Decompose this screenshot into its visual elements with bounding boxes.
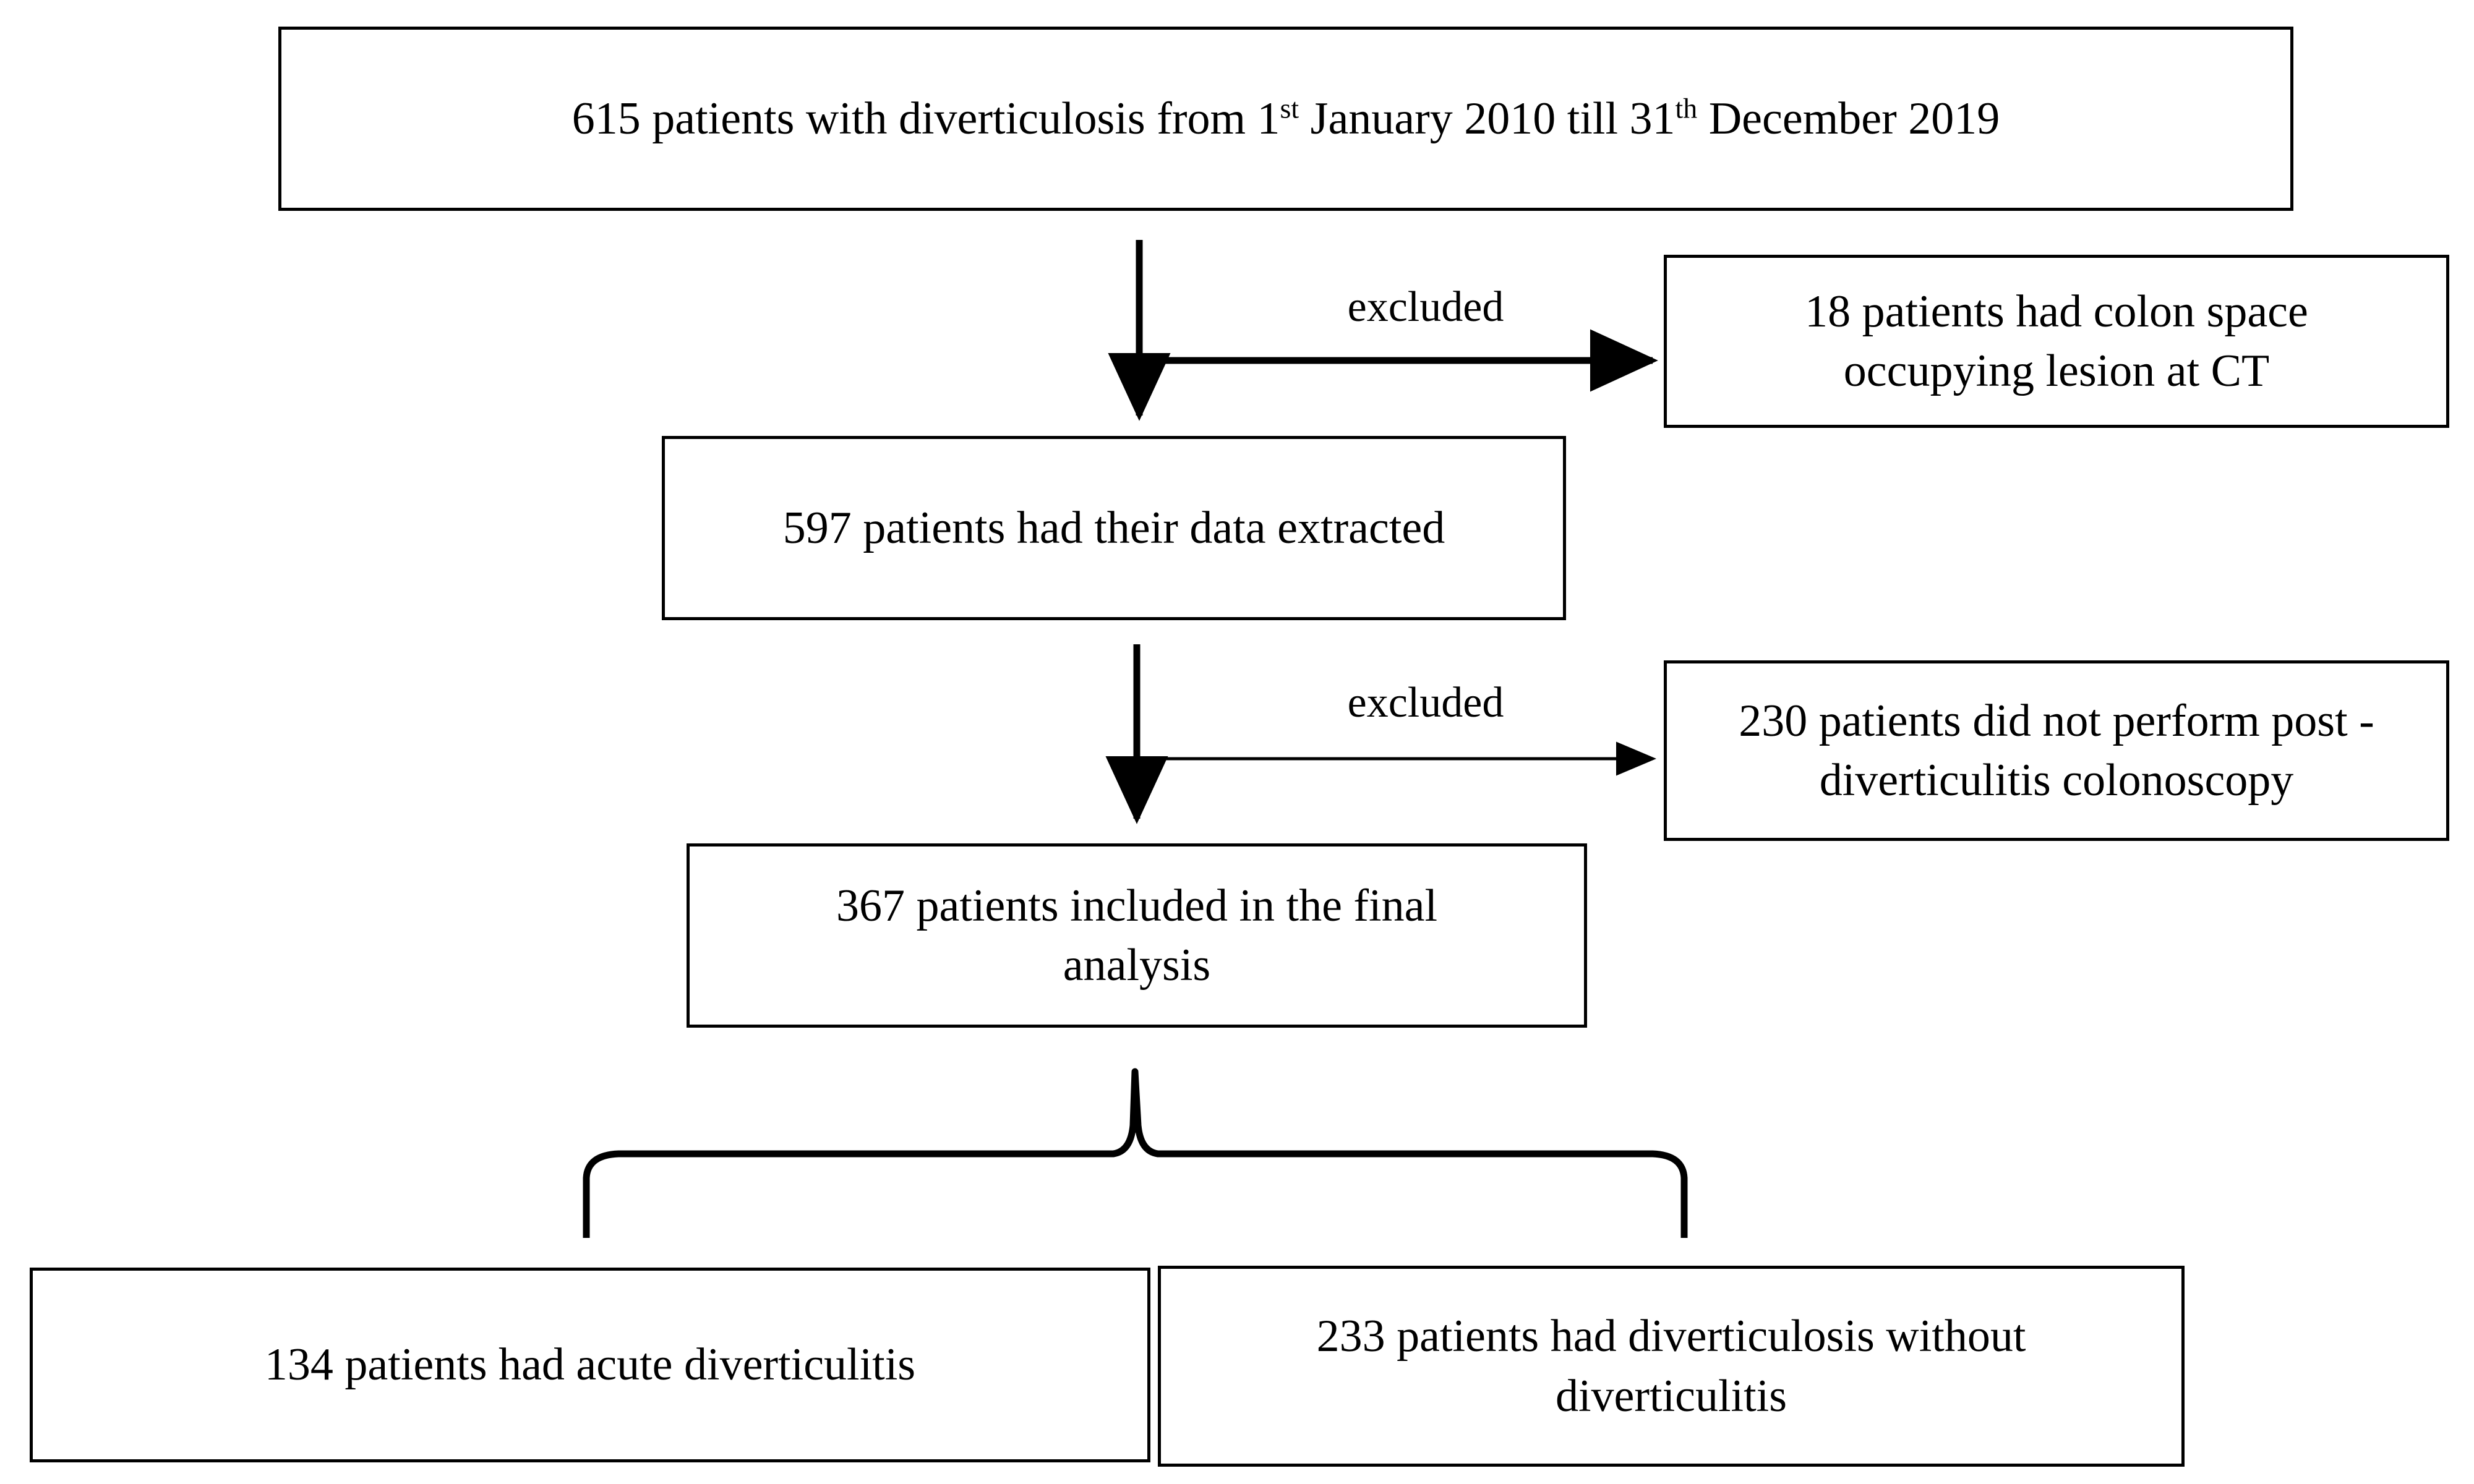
edge-label-excluded-1: excluded xyxy=(1347,283,1504,331)
excluded-ct-line-1: 18 patients had colon space xyxy=(1805,286,2308,337)
node-acute-diverticulitis-text: 134 patients had acute diverticulitis xyxy=(264,1339,916,1391)
node-excluded-ct-text: 18 patients had colon space occupying le… xyxy=(1683,282,2430,401)
node-without-diverticulitis: 233 patients had diverticulosis without … xyxy=(1158,1266,2185,1467)
node-without-diverticulitis-text: 233 patients had diverticulosis without … xyxy=(1177,1307,2165,1425)
split-brace xyxy=(583,1068,1688,1238)
cohort-superscript-st: st xyxy=(1280,92,1299,124)
node-acute-diverticulitis: 134 patients had acute diverticulitis xyxy=(30,1268,1150,1462)
node-data-extracted: 597 patients had their data extracted xyxy=(662,436,1566,620)
node-cohort-text: 615 patients with diverticulosis from 1s… xyxy=(297,89,2274,148)
excluded-colonoscopy-line-2: diverticulitis colonoscopy xyxy=(1819,755,2294,806)
node-final-analysis-text: 367 patients included in the final analy… xyxy=(706,876,1568,995)
excluded-colonoscopy-line-1: 230 patients did not perform post - xyxy=(1739,695,2374,746)
node-extracted-text: 597 patients had their data extracted xyxy=(782,502,1445,553)
node-excluded-colonoscopy-text: 230 patients did not perform post - dive… xyxy=(1683,691,2430,810)
final-analysis-line-2: analysis xyxy=(1063,940,1211,991)
excluded-ct-line-2: occupying lesion at CT xyxy=(1843,346,2270,396)
cohort-text-mid: January 2010 till 31 xyxy=(1299,93,1676,144)
node-excluded-colon-lesion: 18 patients had colon space occupying le… xyxy=(1664,255,2449,428)
without-diverticulitis-line-2: diverticulitis xyxy=(1555,1370,1787,1422)
final-analysis-line-1: 367 patients included in the final xyxy=(836,880,1438,931)
edge-label-excluded-2: excluded xyxy=(1347,679,1504,727)
node-cohort-total: 615 patients with diverticulosis from 1s… xyxy=(278,27,2293,211)
node-excluded-no-colonoscopy: 230 patients did not perform post - dive… xyxy=(1664,660,2449,841)
without-diverticulitis-line-1: 233 patients had diverticulosis without xyxy=(1316,1311,2026,1362)
cohort-text-after: December 2019 xyxy=(1697,93,2000,144)
node-final-analysis: 367 patients included in the final analy… xyxy=(687,843,1587,1028)
cohort-superscript-th: th xyxy=(1675,92,1698,124)
cohort-text-before: 615 patients with diverticulosis from 1 xyxy=(571,93,1280,144)
